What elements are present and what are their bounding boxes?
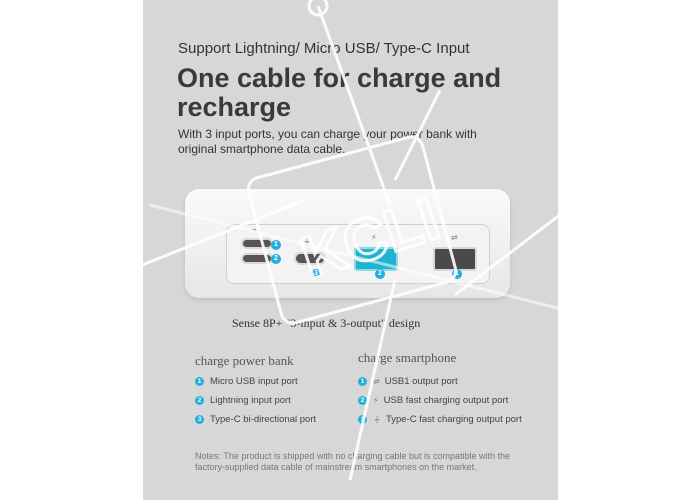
micro-usb-icon: ⌁ (252, 225, 257, 234)
subtitle: Support Lightning/ Micro USB/ Type-C Inp… (178, 40, 470, 57)
charge-smartphone-title: charge smartphone (358, 350, 457, 365)
notes: Notes: The product is shipped with no ch… (195, 451, 511, 472)
list-item: 2⚡USB fast charging output port (358, 395, 508, 406)
usb-fast-port (354, 247, 398, 271)
list-item: 3⏚Type-C fast charging output port (358, 414, 522, 425)
fast-charge-icon: ⚡ (373, 396, 379, 405)
micro-usb-port (241, 238, 273, 249)
design-caption: Sense 8P+ "3-input & 3-output" design (232, 316, 421, 330)
port-badge: 1 (271, 240, 281, 250)
port-badge: 2 (375, 269, 385, 279)
type-c-icon: ⏚ (373, 415, 381, 424)
type-c-icon: ⏚ (303, 237, 311, 246)
type-c-port (294, 252, 326, 265)
usb1-port (433, 247, 477, 271)
lightning-port (241, 253, 273, 264)
fast-charge-icon: ⚡ (371, 233, 377, 242)
port-badge: 2 (271, 254, 281, 264)
usb-icon: ⇌ (373, 377, 380, 386)
usb-icon: ⇌ (451, 233, 458, 242)
description: With 3 input ports, you can charge your … (178, 127, 477, 156)
port-badge: 1 (452, 269, 462, 279)
charge-power-bank-title: charge power bank (195, 353, 294, 368)
headline: One cable for charge and recharge (177, 63, 502, 122)
port-badge: 3 (311, 269, 321, 279)
list-item: 1⇌USB1 output port (358, 376, 458, 387)
